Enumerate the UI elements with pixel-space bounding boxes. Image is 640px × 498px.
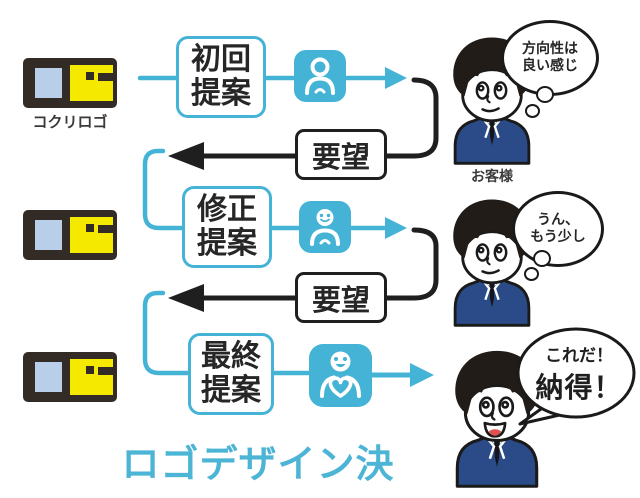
customer-label: お客様 (471, 169, 513, 185)
arrow1-head (385, 67, 407, 89)
arrow2-head (385, 217, 407, 239)
speech-bubble-body (516, 327, 636, 419)
proposal-line: 提案 (191, 76, 251, 111)
nose (486, 257, 491, 266)
logo-mouth-notch (98, 73, 113, 81)
thought-bubble-2: うん、 もう少し (512, 191, 604, 267)
tie (489, 281, 495, 308)
tie (489, 119, 495, 146)
logo-yellow-square (70, 359, 113, 395)
connector-row1-row2 (142, 148, 186, 231)
mouth (481, 107, 500, 113)
return2-head (168, 284, 204, 312)
nose (486, 95, 491, 104)
proposal-line: 最終 (201, 339, 261, 375)
bubble-text: もう少し (530, 229, 586, 245)
thought-trail-dot (533, 250, 551, 267)
person-outline-glyph (305, 57, 335, 95)
pupil (477, 246, 485, 254)
proposal-box-revised: 修正 提案 (182, 186, 272, 268)
proposal-box-initial: 初回 提案 (176, 36, 266, 118)
tongue (488, 429, 502, 436)
proposal-line: 提案 (197, 226, 257, 261)
hair (453, 199, 531, 259)
kokuri-logo-3 (23, 352, 117, 402)
logo-blue-square (32, 359, 65, 395)
thought-trail-dot (525, 104, 540, 118)
pupil (495, 84, 503, 92)
return1-head (168, 142, 204, 170)
thought-trail-dot (536, 86, 554, 103)
customer-2 (453, 199, 531, 327)
feedback-label: 要望 (311, 139, 370, 174)
mouth (481, 269, 500, 275)
feedback-box-1: 要望 (295, 129, 387, 180)
thought-bubble-1: 方向性は 良い感じ (501, 20, 599, 96)
proposal-line: 修正 (197, 192, 257, 228)
pupil (501, 400, 510, 409)
arrow3-head (410, 363, 434, 387)
feedback-label: 要望 (311, 282, 370, 317)
bubble-text: これだ！ (545, 345, 613, 366)
logo-blue-square (32, 65, 65, 101)
bubble-text: 納得！ (535, 370, 623, 404)
logo-mouth-notch (98, 367, 113, 375)
kokuri-logo-2 (23, 210, 117, 260)
feedback-box-2: 要望 (295, 272, 387, 323)
thought-trail-dot (524, 267, 539, 281)
person-smile-icon (299, 201, 351, 253)
person-heart-icon (309, 344, 372, 407)
pupil (477, 84, 485, 92)
logo-mouth-notch (98, 225, 113, 233)
pupil (495, 246, 503, 254)
proposal-line: 初回 (191, 42, 251, 78)
logo-label: コクリロゴ (32, 113, 108, 131)
proposal-box-final: 最終 提案 (188, 333, 274, 415)
connector-row2-row3 (142, 290, 191, 376)
speech-bubble-3 (516, 327, 636, 426)
face (461, 68, 523, 123)
bubble-text: 方向性は (522, 41, 578, 58)
logo-eye-dot (86, 72, 94, 80)
bubble-text: うん、 (537, 212, 579, 229)
logo-blue-square (32, 217, 65, 253)
speech-bubble-text: これだ！ 納得！ (524, 338, 634, 408)
footer-title: ロゴデザイン決定！ (121, 442, 395, 498)
return1-path (199, 77, 439, 159)
person-heart-glyph (320, 351, 361, 398)
logo-eye-dot (86, 224, 94, 232)
pupil (481, 400, 490, 409)
proposal-line: 提案 (201, 373, 261, 408)
person-outline-icon (294, 50, 346, 102)
nose (490, 411, 496, 421)
face (463, 383, 531, 442)
bubble-text: 良い感じ (522, 58, 578, 74)
kokuri-logo-1 (23, 58, 117, 108)
return2-path (199, 227, 439, 301)
logo-yellow-square (70, 65, 113, 101)
logo-eye-dot (86, 366, 94, 374)
logo-yellow-square (70, 217, 113, 253)
face (461, 230, 523, 285)
person-smile-glyph (310, 209, 340, 246)
